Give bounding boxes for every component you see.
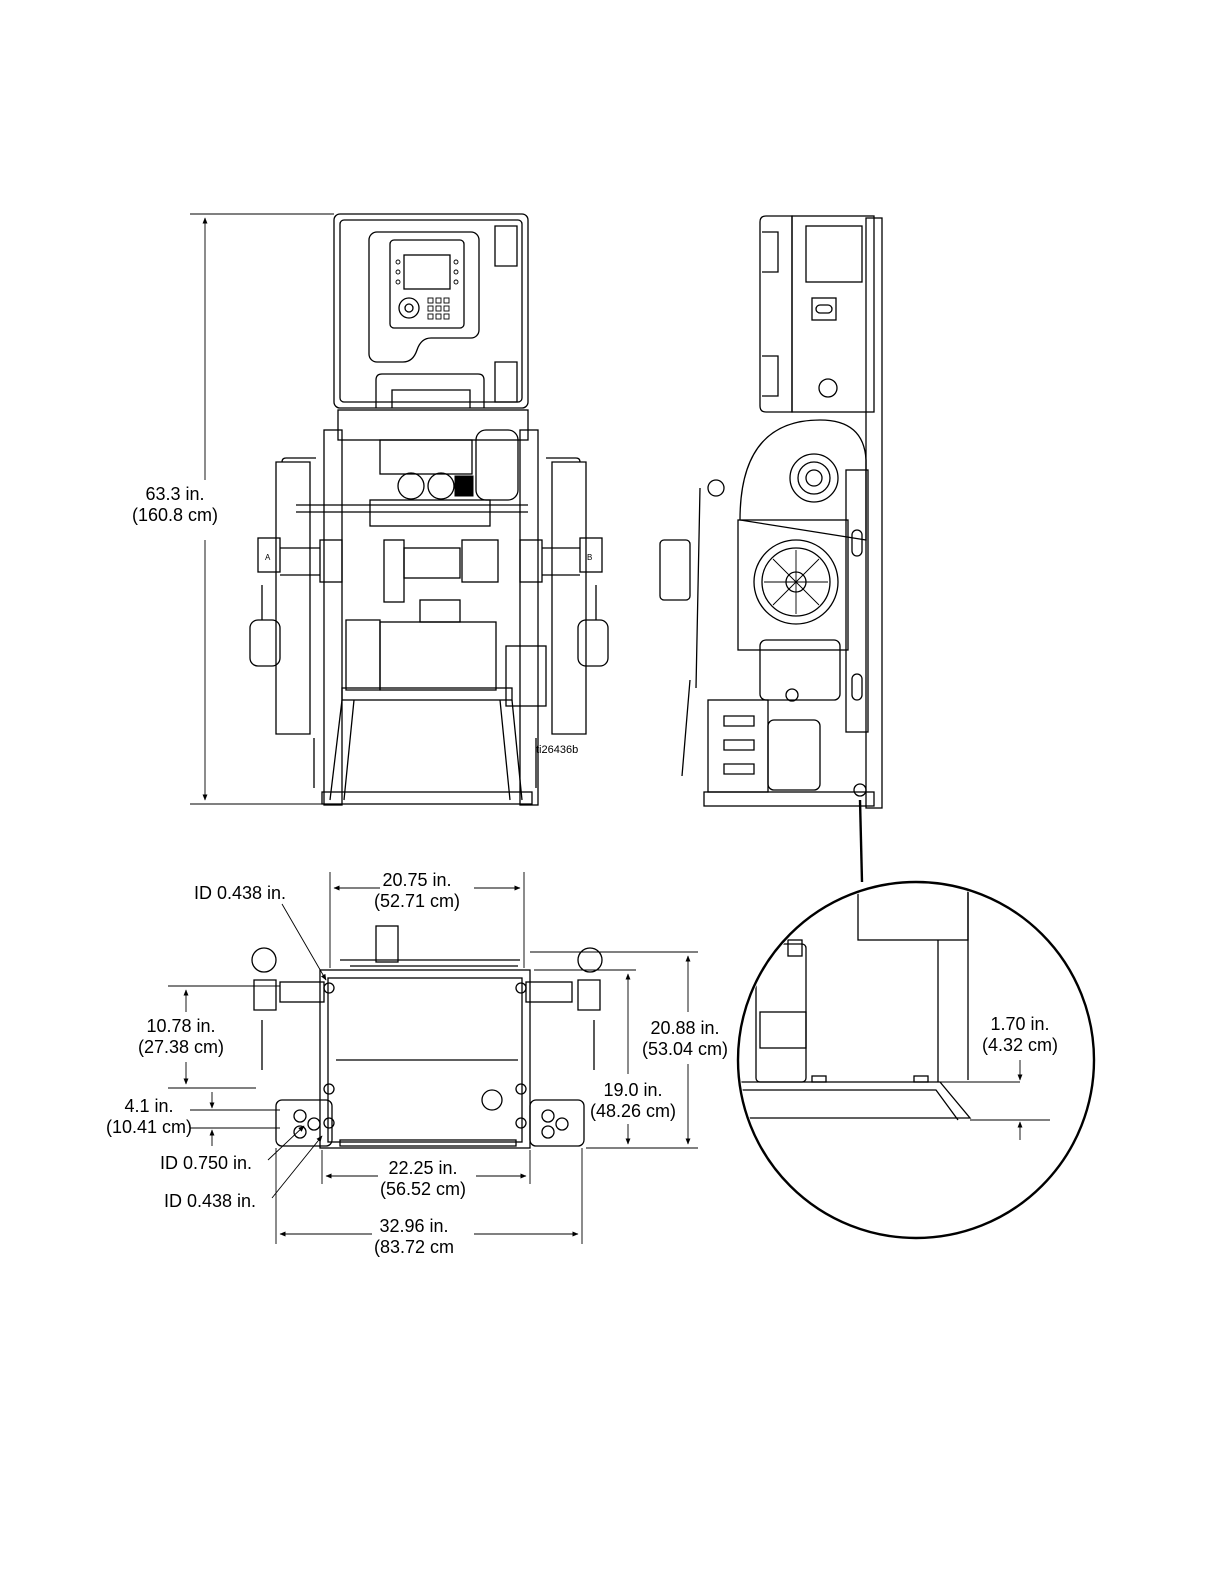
clearance-detail-label: 1.70 in. (4.32 cm) <box>982 1014 1058 1056</box>
width-frame-metric: (52.71 cm) <box>374 891 460 912</box>
width-frame-imperial: 20.75 in. <box>374 870 460 891</box>
height-total-imperial: 63.3 in. <box>132 484 218 505</box>
id-bottom-label: ID 0.438 in. <box>164 1191 256 1212</box>
depth-frame-imperial: 19.0 in. <box>590 1080 676 1101</box>
depth-total-imperial: 20.88 in. <box>642 1018 728 1039</box>
offset-mount-label: 4.1 in. (10.41 cm) <box>106 1096 192 1138</box>
id-top-label: ID 0.438 in. <box>194 883 286 904</box>
depth-total-metric: (53.04 cm) <box>642 1039 728 1060</box>
width-base-label: 22.25 in. (56.52 cm) <box>380 1158 466 1200</box>
height-total-label: 63.3 in. (160.8 cm) <box>132 484 218 526</box>
width-frame-label: 20.75 in. (52.71 cm) <box>374 870 460 912</box>
figure-id: ti26436b <box>536 744 578 756</box>
width-total-metric: (83.72 cm <box>374 1237 454 1258</box>
front-view: A B <box>250 214 608 805</box>
svg-text:A: A <box>265 553 271 562</box>
height-total-metric: (160.8 cm) <box>132 505 218 526</box>
width-total-imperial: 32.96 in. <box>374 1216 454 1237</box>
width-total-label: 32.96 in. (83.72 cm <box>374 1216 454 1258</box>
svg-text:B: B <box>587 553 592 562</box>
depth-mount-metric: (27.38 cm) <box>138 1037 224 1058</box>
depth-mount-imperial: 10.78 in. <box>138 1016 224 1037</box>
depth-frame-label: 19.0 in. (48.26 cm) <box>590 1080 676 1122</box>
depth-total-label: 20.88 in. (53.04 cm) <box>642 1018 728 1060</box>
width-base-metric: (56.52 cm) <box>380 1179 466 1200</box>
side-view <box>660 216 882 808</box>
depth-mount-label: 10.78 in. (27.38 cm) <box>138 1016 224 1058</box>
width-base-imperial: 22.25 in. <box>380 1158 466 1179</box>
offset-mount-metric: (10.41 cm) <box>106 1117 192 1138</box>
offset-mount-imperial: 4.1 in. <box>106 1096 192 1117</box>
id-inlet-label: ID 0.750 in. <box>160 1153 252 1174</box>
clearance-detail-metric: (4.32 cm) <box>982 1035 1058 1056</box>
depth-frame-metric: (48.26 cm) <box>590 1101 676 1122</box>
clearance-detail-imperial: 1.70 in. <box>982 1014 1058 1035</box>
top-view <box>252 926 602 1148</box>
